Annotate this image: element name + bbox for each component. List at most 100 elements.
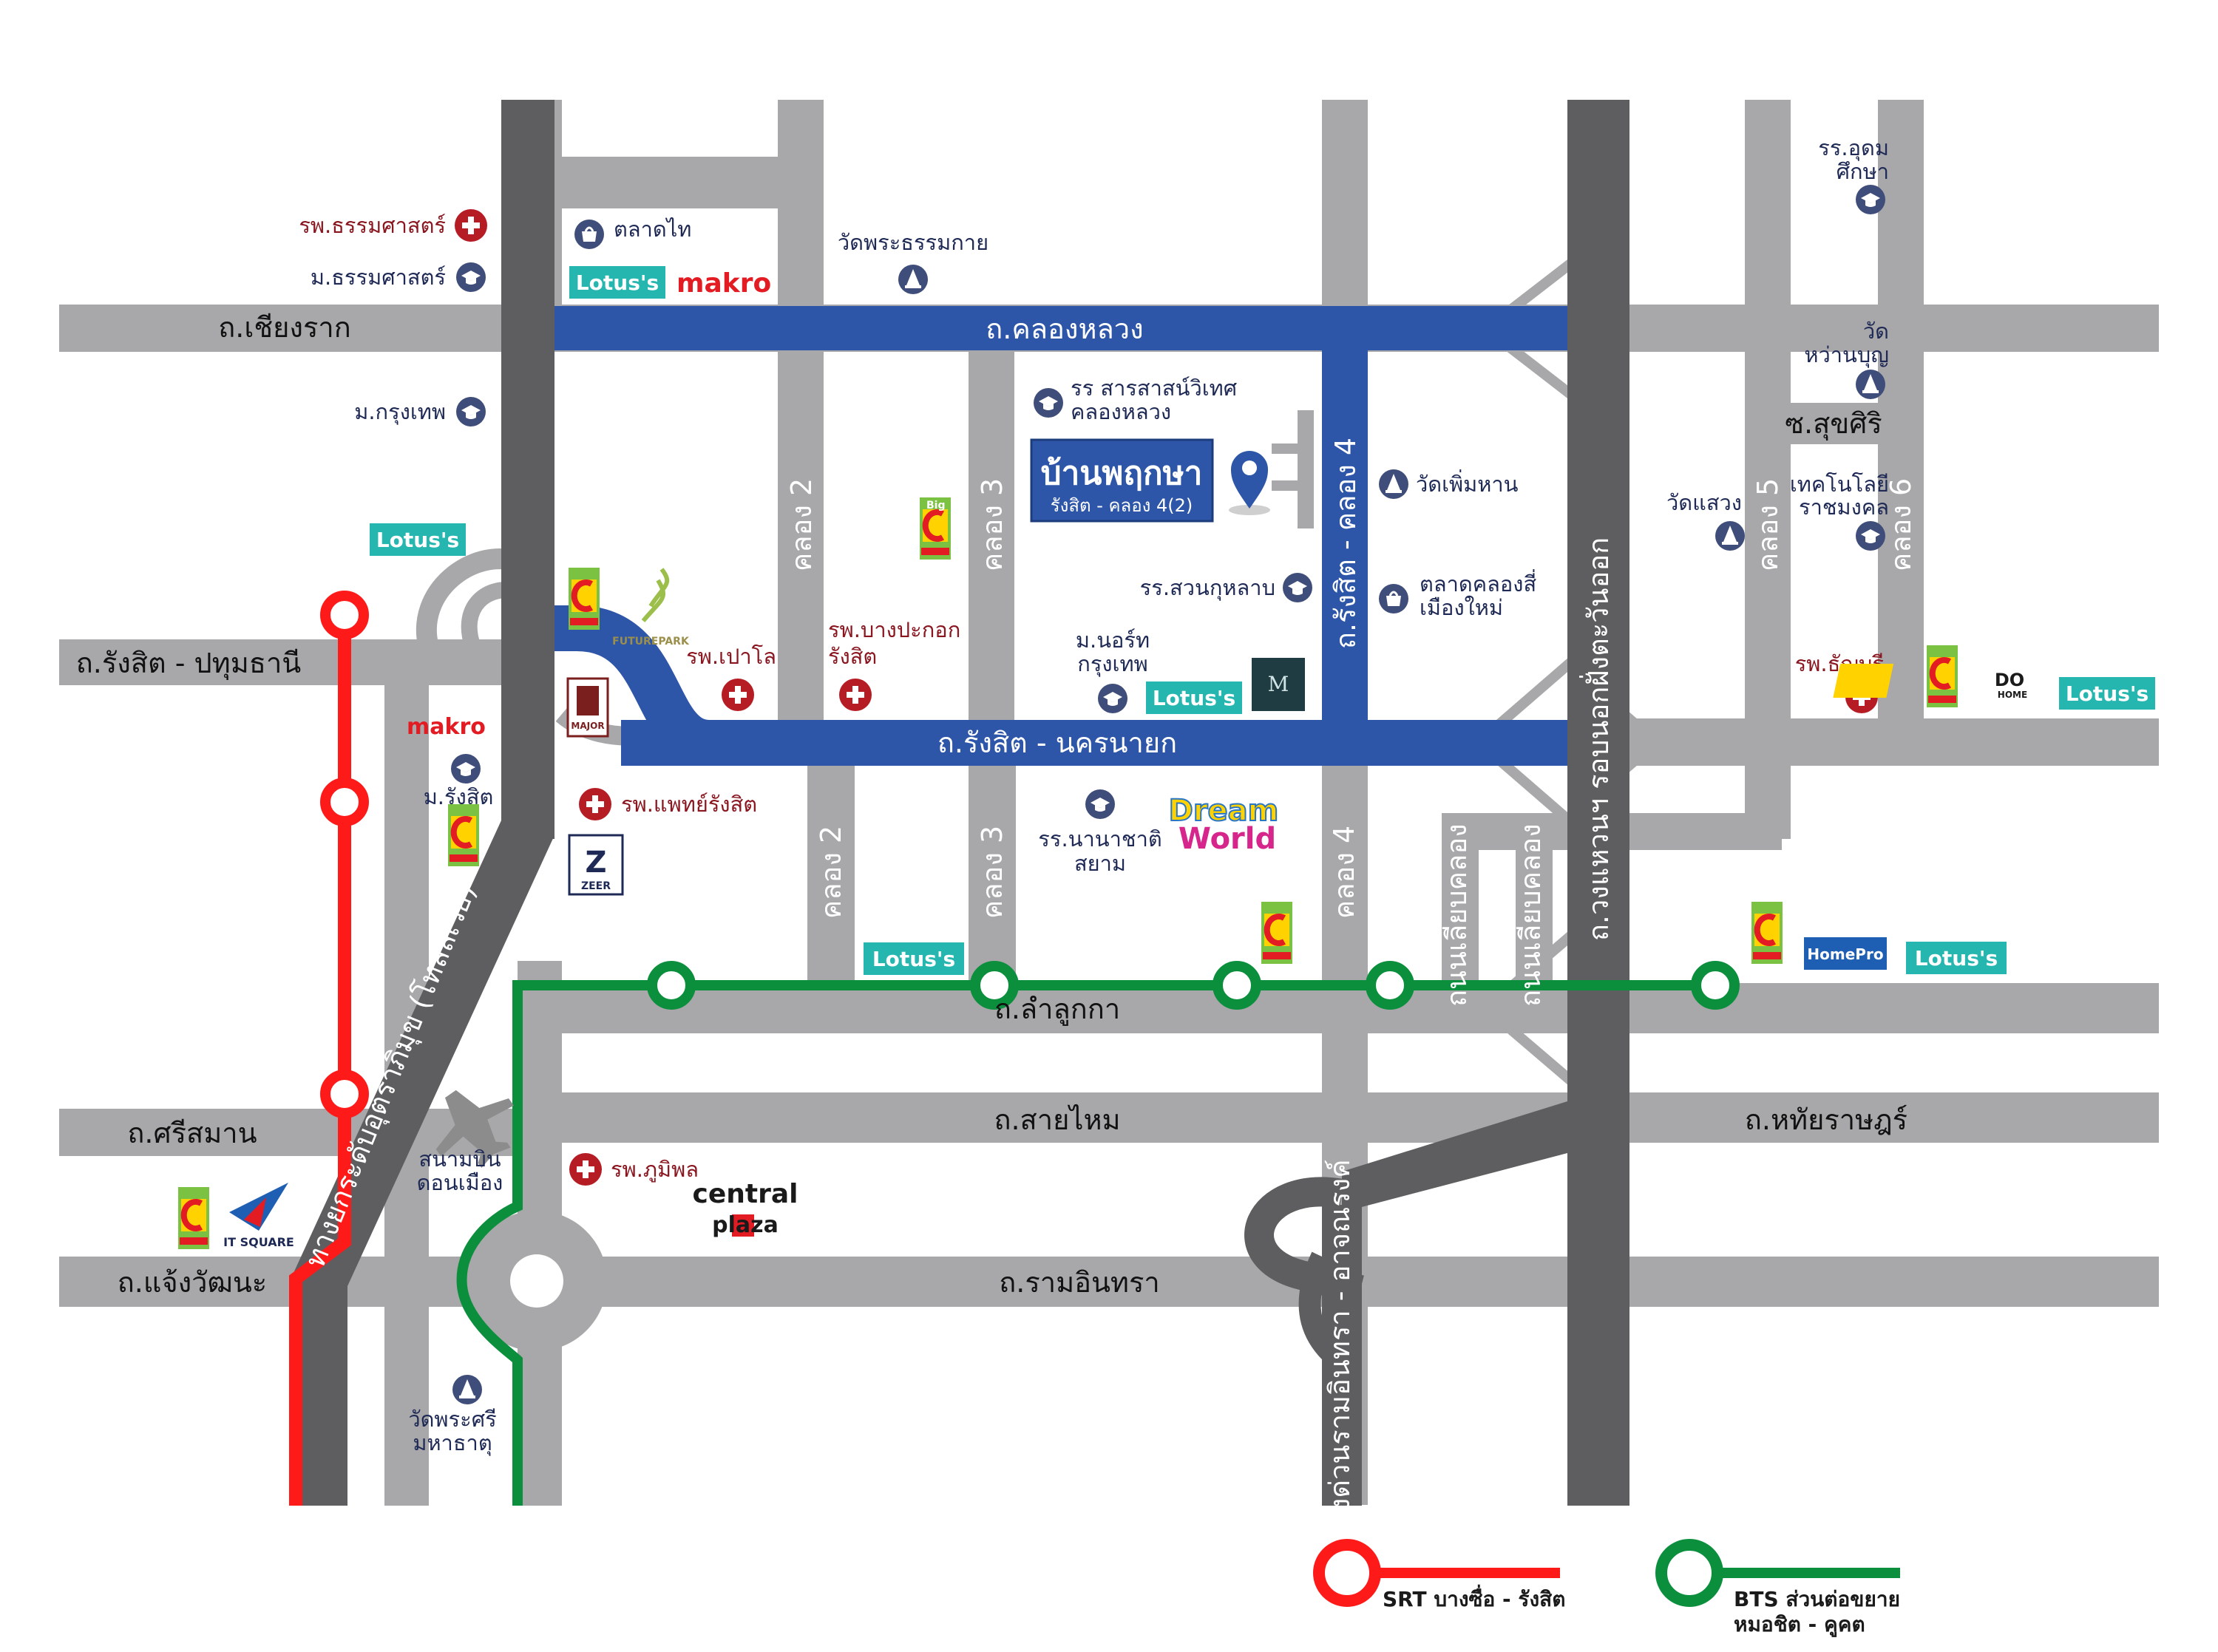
market-khlong4: ตลาดคลองสี่ bbox=[1420, 569, 1536, 596]
school-nanachat: รร.นานาชาติ bbox=[1038, 826, 1161, 852]
project-name: บ้านพฤกษา bbox=[1041, 455, 1203, 492]
school-icon bbox=[456, 397, 486, 426]
legend-bts-label-2: หมอชิต - คูคต bbox=[1734, 1612, 1865, 1637]
svg-text:IT SQUARE: IT SQUARE bbox=[223, 1235, 294, 1249]
svg-text:Lotus's: Lotus's bbox=[376, 528, 459, 552]
temple-icon bbox=[1715, 521, 1745, 551]
bts-station-2 bbox=[970, 961, 1019, 1010]
school-icon bbox=[451, 754, 481, 783]
temple-hwanboon-2: หว่านบุญ bbox=[1804, 342, 1889, 368]
road-khlong2-top bbox=[778, 100, 824, 721]
srt-station-3 bbox=[320, 1070, 369, 1118]
road-talad-thai-top bbox=[556, 157, 782, 208]
road-rangsit-curve bbox=[547, 605, 713, 766]
univ-krungthep: ม.กรุงเทพ bbox=[354, 399, 446, 425]
temple-icon bbox=[1856, 370, 1885, 399]
road-liap-khlong5-a bbox=[1442, 813, 1479, 988]
school-icon bbox=[1034, 388, 1063, 418]
bts-green-line bbox=[456, 961, 1740, 1506]
hospital-icon bbox=[579, 788, 611, 820]
road-kanchanaphisek bbox=[1567, 100, 1629, 1506]
hospital-bangpakok: รพ.บางปะกอก bbox=[828, 617, 960, 642]
lotus-logo-talad-thai: Lotus's bbox=[569, 266, 665, 299]
temple-mahathat: วัดพระศรี bbox=[408, 1407, 496, 1432]
label-hathai-rat: ถ.หทัยราษฎร์ bbox=[1745, 1104, 1907, 1136]
srt-station-1 bbox=[320, 591, 369, 639]
road-rangsit-khlong4 bbox=[1322, 306, 1368, 766]
school-icon bbox=[1085, 789, 1115, 819]
zeer-logo: Z ZEER bbox=[568, 834, 624, 896]
hospital-icon bbox=[722, 679, 754, 711]
bigc-small-label: Big bbox=[926, 500, 946, 511]
label-liap-khlong5-b: ถนนเลียบคลอง 5 bbox=[1514, 797, 1547, 1007]
road-expressway-vert bbox=[1322, 1205, 1362, 1506]
hospital-paolo: รพ.เปาโล bbox=[686, 644, 776, 669]
label-rangsit-nakhon: ถ.รังสิต - นครนายก bbox=[937, 727, 1177, 759]
map-pin-icon bbox=[1229, 451, 1270, 515]
road-rangsit-pathum bbox=[59, 639, 518, 685]
temple-dhammakaya: วัดพระธรรมกาย bbox=[838, 230, 988, 255]
bts-station-1 bbox=[647, 961, 696, 1010]
hospital-phaet-rangsit: รพ.แพทย์รังสิต bbox=[621, 792, 757, 817]
label-rangsit-khlong4: ถ.รังสิต - คลอง 4 bbox=[1329, 438, 1362, 649]
school-udom-2: ศึกษา bbox=[1837, 159, 1889, 184]
svg-text:FUTUREPARK: FUTUREPARK bbox=[612, 636, 690, 647]
makro-logos: makro makro bbox=[407, 268, 771, 740]
svg-text:central: central bbox=[693, 1179, 798, 1209]
bigc-logo bbox=[569, 568, 600, 630]
road-tollway-upper bbox=[501, 100, 554, 839]
school-udom: รร.อุดม bbox=[1818, 135, 1889, 161]
svg-text:Z: Z bbox=[585, 846, 606, 880]
bigc-logo bbox=[448, 804, 479, 866]
label-khlong3-top: คลอง 3 bbox=[976, 478, 1008, 571]
hospital-bangpakok-2: รังสิต bbox=[828, 644, 877, 669]
svg-text:HOME: HOME bbox=[1998, 690, 2027, 700]
project-subtitle: รังสิต - คลอง 4(2) bbox=[1051, 495, 1193, 516]
road-stub-project bbox=[1272, 410, 1314, 528]
label-chiang-rak: ถ.เชียงราก bbox=[218, 311, 350, 344]
label-soi-sukhon: ซ.สุขศิริ bbox=[1785, 407, 1882, 441]
school-nanachat-2: สยาม bbox=[1074, 851, 1126, 876]
bts-station-4 bbox=[1366, 961, 1414, 1010]
road-khlong-luang bbox=[547, 306, 1567, 350]
temple-saeng: วัดแสวง bbox=[1666, 490, 1742, 515]
temples-markets: ตลาดไท วัดพระธรรมกาย วัดเพิ่มหาน ตลาดคลอ… bbox=[408, 217, 1889, 1456]
future-park-logo: FUTUREPARK bbox=[612, 568, 690, 647]
legend: SRT บางซื่อ - รังสิต BTS ส่วนต่อขยาย หมอ… bbox=[1313, 1539, 1900, 1637]
label-khlong4-bot: คลอง 4 bbox=[1328, 826, 1360, 919]
temple-icon bbox=[898, 265, 928, 294]
lotus-logo-homepro: Lotus's bbox=[1906, 942, 2007, 974]
ramp-loop bbox=[416, 548, 521, 650]
label-ram-inthra: ถ.รามอินทรา bbox=[999, 1266, 1159, 1299]
road-khlong6 bbox=[1878, 100, 1924, 721]
homepro-logo: HomePro bbox=[1804, 937, 1887, 970]
road-khlong2-bot bbox=[807, 766, 855, 988]
road-khlong4-top bbox=[1322, 100, 1368, 307]
temple-icon bbox=[1379, 469, 1408, 499]
market-icon bbox=[1377, 582, 1410, 615]
school-sarasas-2: คลองหลวง bbox=[1071, 399, 1171, 424]
school-icon bbox=[1098, 684, 1127, 713]
lotus-logo-thanyaburi: Lotus's bbox=[2059, 677, 2155, 710]
dohome-logo: DO HOME bbox=[1833, 664, 2027, 700]
label-kanchanaphisek: ถ.วงแหวนฯ รอบนอกฝั่งตะวันออก bbox=[1579, 537, 1615, 941]
label-khlong6: คลอง 6 bbox=[1885, 478, 1917, 571]
makro-logo-talad-thai: makro bbox=[676, 268, 771, 299]
svg-text:Lotus's: Lotus's bbox=[1915, 946, 1998, 971]
svg-text:Lotus's: Lotus's bbox=[2066, 681, 2149, 706]
legend-srt-label: SRT บางซื่อ - รังสิต bbox=[1383, 1584, 1565, 1611]
bigc-logo bbox=[1751, 902, 1783, 964]
market-village-logo: M bbox=[1252, 658, 1305, 711]
road-khlong3-top bbox=[969, 352, 1014, 721]
legend-srt: SRT บางซื่อ - รังสิต bbox=[1313, 1539, 1565, 1611]
major-cineplex-logo: MAJOR bbox=[566, 677, 609, 738]
airport-donmueang: สนามบิน bbox=[418, 1146, 501, 1172]
label-khlong5: คลอง 5 bbox=[1751, 478, 1784, 571]
airplane-icon bbox=[435, 1090, 514, 1169]
svg-text:World: World bbox=[1178, 822, 1276, 856]
legend-bts-label: BTS ส่วนต่อขยาย bbox=[1734, 1587, 1900, 1611]
lotus-logo-north: Lotus's bbox=[1146, 681, 1242, 714]
label-khlong3-bot: คลอง 3 bbox=[976, 826, 1008, 919]
univ-rmutt: เทคโนโลยี bbox=[1790, 472, 1889, 497]
